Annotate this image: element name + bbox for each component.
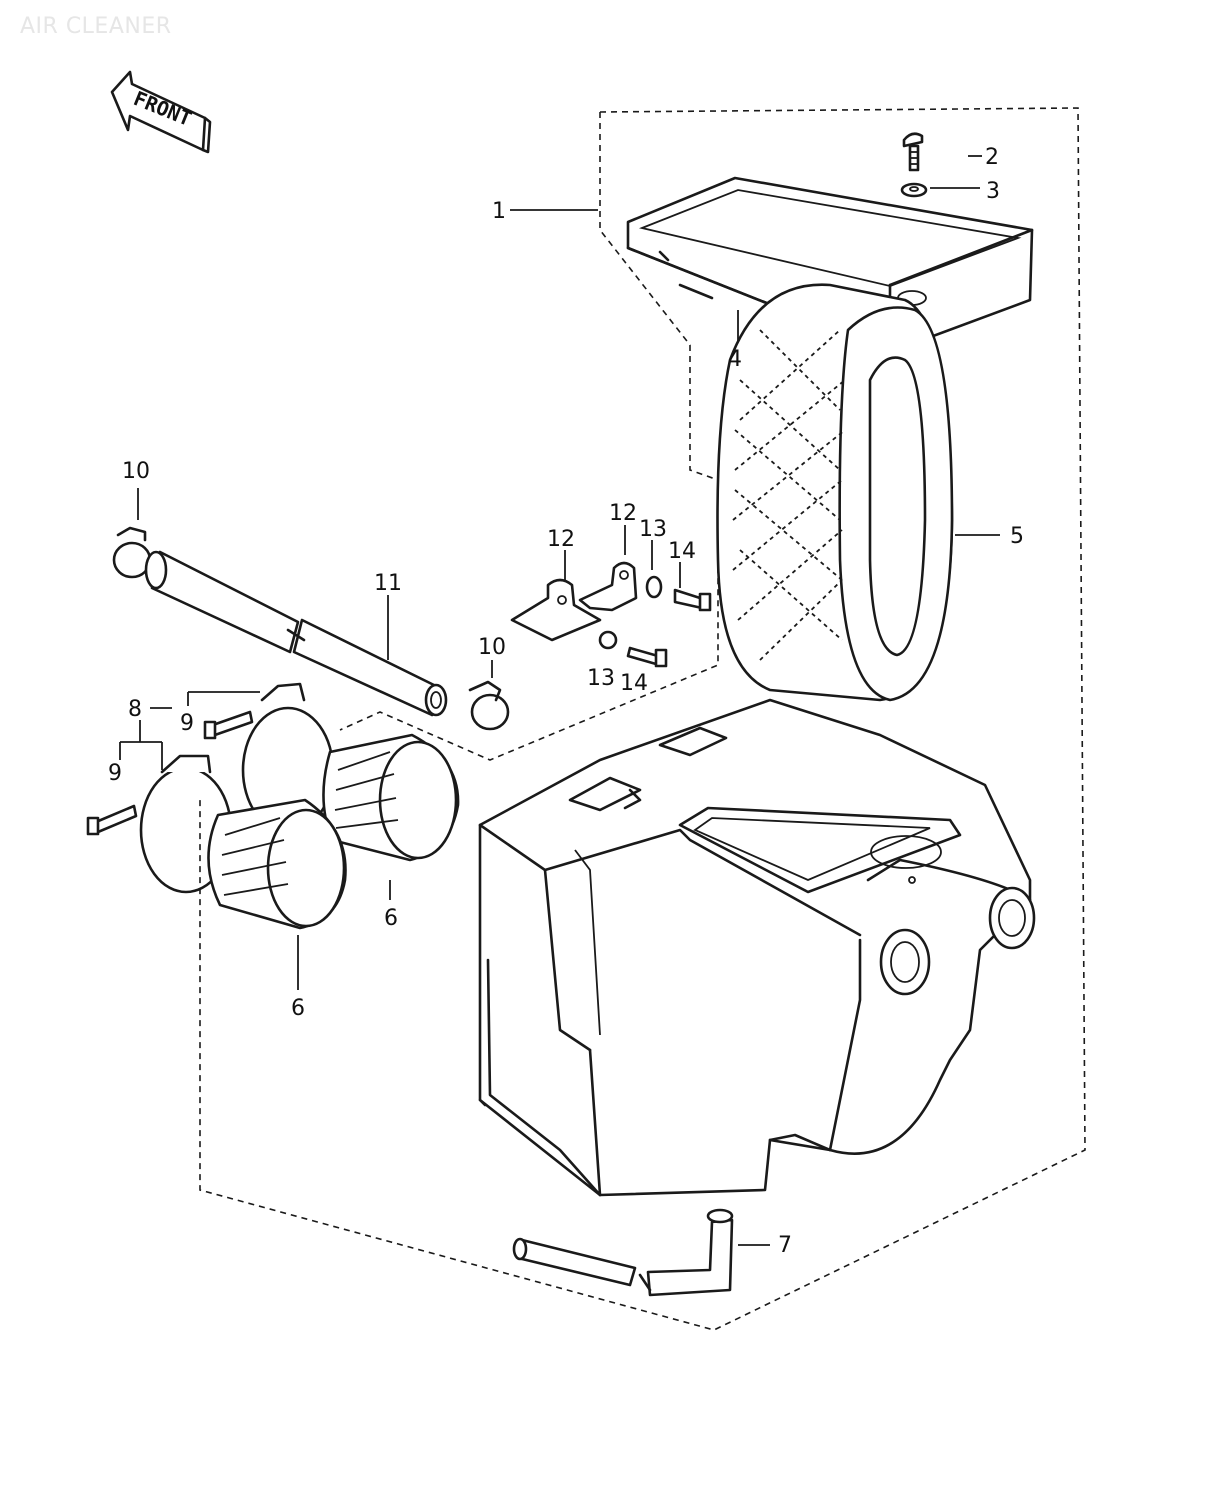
callout-13-lower: 13 — [587, 666, 615, 691]
drain-hose-part-7 — [512, 1208, 734, 1297]
callout-14-upper: 14 — [668, 539, 696, 564]
breather-hose-part-11 — [144, 550, 448, 717]
callout-12-left: 12 — [547, 527, 575, 552]
callout-12-right: 12 — [609, 501, 637, 526]
callout-9-lower: 9 — [108, 761, 122, 786]
callout-2: 2 — [985, 145, 999, 170]
callout-8: 8 — [128, 697, 142, 722]
callout-14-lower: 14 — [620, 671, 648, 696]
callout-11: 11 — [374, 571, 402, 596]
leader-lines — [119, 155, 1000, 1246]
callout-6-upper: 6 — [384, 906, 398, 931]
intake-boot-part-6-lower — [207, 798, 347, 930]
callout-13-upper: 13 — [639, 517, 667, 542]
bolt-part-14-lower — [626, 646, 668, 668]
callout-9-upper: 9 — [180, 711, 194, 736]
screw-part-9-upper — [203, 710, 254, 740]
callout-5: 5 — [1010, 524, 1024, 549]
callout-10-upper: 10 — [122, 459, 150, 484]
air-cleaner-housing — [478, 698, 1036, 1197]
intake-boot-part-6-upper — [322, 733, 460, 862]
washer-part-3 — [900, 182, 928, 198]
callout-6-lower: 6 — [291, 996, 305, 1021]
callout-10-lower: 10 — [478, 635, 506, 660]
callout-3: 3 — [986, 179, 1000, 204]
hose-clamp-part-10-upper — [112, 526, 152, 579]
callout-4: 4 — [728, 347, 742, 372]
callout-1: 1 — [492, 199, 506, 224]
bolt-part-14-upper — [673, 588, 712, 612]
callout-7: 7 — [778, 1233, 792, 1258]
callout-labels: 1 2 3 4 5 6 6 7 8 9 9 10 10 11 12 12 13 … — [108, 145, 1024, 1258]
front-direction-arrow: FRONT — [110, 70, 212, 154]
bracket-part-12-right — [578, 561, 638, 612]
bracket-part-12-left — [510, 578, 602, 642]
screw-part-9-lower — [86, 804, 138, 836]
page-title: AIR CLEANER — [20, 14, 172, 39]
air-filter-element-part-5 — [716, 283, 954, 702]
washer-part-13-lower — [598, 630, 618, 650]
screw-part-2 — [902, 132, 924, 172]
hose-clamp-part-10-lower — [468, 680, 510, 731]
washer-part-13-upper — [645, 575, 663, 599]
